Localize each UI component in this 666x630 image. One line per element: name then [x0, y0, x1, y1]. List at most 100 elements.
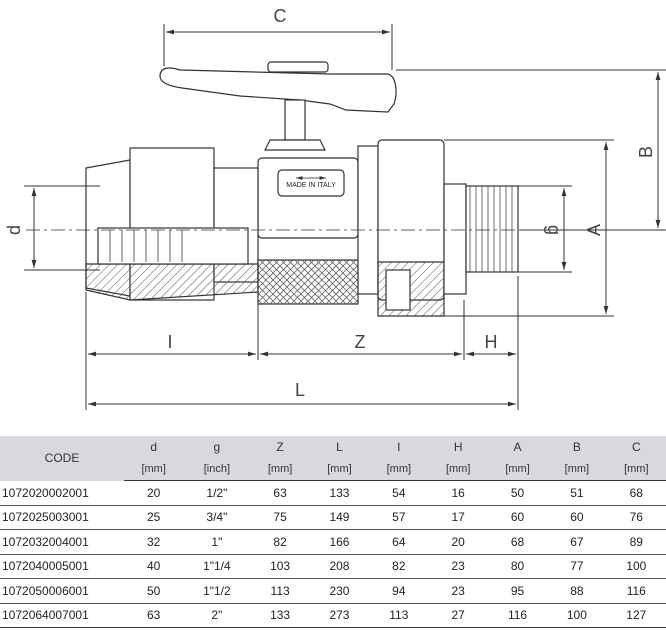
table-cell-a: 68: [487, 529, 548, 555]
unit-c: [mm]: [606, 458, 666, 481]
dim-label-i: I: [167, 332, 172, 352]
left-compression-fitting: [85, 147, 259, 301]
unit-g: [inch]: [183, 458, 251, 481]
table-cell-z: 75: [250, 505, 310, 530]
table-cell-b: 60: [547, 505, 607, 530]
valve-body: MADE IN ITALY: [257, 157, 359, 239]
table-cell-c: 100: [606, 554, 666, 579]
table-cell-code: 1072064007001: [0, 603, 124, 628]
table-cell-d: 25: [124, 505, 184, 530]
table-cell-z: 133: [250, 603, 310, 628]
unit-l: [mm]: [309, 458, 370, 481]
table-cell-g: 2": [183, 603, 251, 628]
table-cell-g: 1": [183, 529, 251, 555]
table-cell-c: 116: [606, 578, 666, 604]
table-cell-l: 273: [309, 603, 370, 628]
table-cell-z: 63: [250, 480, 310, 506]
table-cell-a: 60: [487, 505, 548, 530]
table-cell-c: 127: [606, 603, 666, 628]
table-cell-b: 77: [547, 554, 607, 579]
table-cell-g: 1"1/2: [183, 578, 251, 604]
table-cell-z: 82: [250, 529, 310, 555]
table-cell-code: 1072032004001: [0, 529, 124, 555]
table-cell-d: 40: [124, 554, 184, 579]
bottom-extension-lines: [85, 276, 519, 410]
header-i: I: [369, 436, 429, 458]
table-cell-b: 51: [547, 480, 607, 506]
table-cell-code: 1072040005001: [0, 554, 124, 579]
table-cell-i: 54: [369, 480, 429, 506]
table-cell-d: 63: [124, 603, 184, 628]
table-cell-l: 149: [309, 505, 370, 530]
table-cell-h: 23: [428, 578, 488, 604]
header-d: d: [124, 436, 184, 458]
ball-section: [257, 259, 359, 305]
unit-d: [mm]: [124, 458, 184, 481]
table-cell-h: 23: [428, 554, 488, 579]
table-cell-d: 50: [124, 578, 184, 604]
table-cell-code: 1072020002001: [0, 480, 124, 506]
table-cell-i: 94: [369, 578, 429, 604]
table-cell-g: 1/2": [183, 480, 251, 506]
dim-label-d: d: [4, 225, 24, 235]
unit-b: [mm]: [547, 458, 607, 481]
table-cell-g: 3/4": [183, 505, 251, 530]
header-code: CODE: [0, 436, 124, 481]
dimension-b: [396, 69, 666, 231]
table-cell-i: 57: [369, 505, 429, 530]
unit-h: [mm]: [428, 458, 488, 481]
table-cell-l: 133: [309, 480, 370, 506]
unit-z: [mm]: [250, 458, 310, 481]
table-cell-h: 27: [428, 603, 488, 628]
dim-label-z: Z: [355, 332, 366, 352]
table-cell-h: 16: [428, 480, 488, 506]
table-cell-code: 1072025003001: [0, 505, 124, 530]
header-g: g: [183, 436, 251, 458]
table-cell-i: 64: [369, 529, 429, 555]
unit-a: [mm]: [487, 458, 548, 481]
header-z: Z: [250, 436, 310, 458]
table-cell-b: 100: [547, 603, 607, 628]
table-cell-l: 230: [309, 578, 370, 604]
table-units-row: [mm] [inch] [mm] [mm] [mm] [mm] [mm] [mm…: [0, 458, 666, 481]
valve-handle: [159, 61, 397, 151]
unit-i: [mm]: [369, 458, 429, 481]
dimension-d: [24, 185, 100, 271]
dim-label-c: C: [274, 6, 287, 26]
table-cell-c: 89: [606, 529, 666, 555]
dimension-a: [444, 139, 614, 317]
dim-label-a: A: [584, 224, 604, 236]
table-cell-l: 166: [309, 529, 370, 555]
header-c: C: [606, 436, 666, 458]
valve-technical-drawing: MADE IN ITALY: [4, 6, 666, 410]
table-cell-b: 67: [547, 529, 607, 555]
table-cell-g: 1"1/4: [183, 554, 251, 579]
table-header-row: CODE d g Z L I H A B C: [0, 436, 666, 481]
table-cell-i: 113: [369, 603, 429, 628]
dim-label-h: H: [485, 332, 498, 352]
male-thread-end: [443, 183, 519, 295]
table-cell-a: 95: [487, 578, 548, 604]
table-cell-b: 88: [547, 578, 607, 604]
union-nut: [357, 139, 445, 317]
table-cell-d: 20: [124, 480, 184, 506]
dim-label-l: L: [295, 380, 305, 400]
table-cell-l: 208: [309, 554, 370, 579]
dim-label-g: g: [544, 225, 564, 235]
header-h: H: [428, 436, 488, 458]
made-in-italy-label: MADE IN ITALY: [286, 182, 336, 189]
table-cell-a: 50: [487, 480, 548, 506]
dimension-g: [518, 185, 572, 273]
table-cell-code: 1072050006001: [0, 578, 124, 604]
table-cell-h: 20: [428, 529, 488, 555]
table-cell-a: 80: [487, 554, 548, 579]
table-cell-c: 68: [606, 480, 666, 506]
table-cell-z: 103: [250, 554, 310, 579]
table-cell-a: 116: [487, 603, 548, 628]
